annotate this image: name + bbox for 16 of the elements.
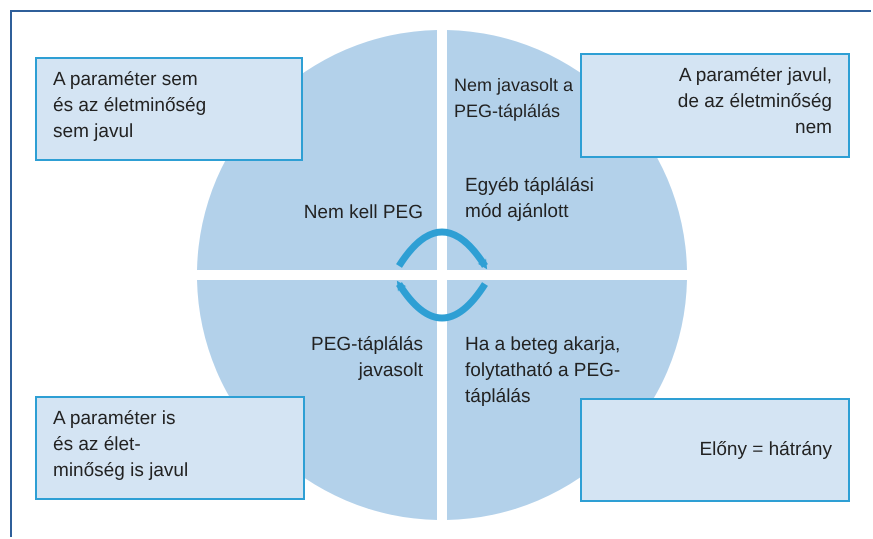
text-box: [580, 398, 850, 502]
cycle-arrow: [396, 280, 488, 322]
box-text: A paraméter sem és az életminőség sem javul: [53, 68, 208, 144]
text-box: [35, 57, 303, 161]
box-text: A paraméter javul, de az életminőség nem: [676, 64, 832, 140]
quadrant-text: Nem javasolt a PEG-táplálás: [454, 74, 574, 123]
circle-quadrant: [197, 280, 437, 520]
text-box: [580, 53, 850, 158]
quadrant-text: PEG-táplálás javasolt: [310, 333, 423, 383]
quadrant-text: Nem kell PEG: [302, 201, 423, 225]
quadrant-text: Egyéb táplálási mód ajánlott: [465, 174, 595, 224]
box-text: A paraméter is és az élet-minőség is javul: [53, 407, 190, 483]
quadrant-text: Ha a beteg akarja, folytatható a PEG-táplálás: [465, 333, 622, 409]
box-text: Előny = hátrány: [698, 438, 832, 462]
cycle-arrow: [396, 228, 488, 270]
text-box: [35, 396, 305, 500]
